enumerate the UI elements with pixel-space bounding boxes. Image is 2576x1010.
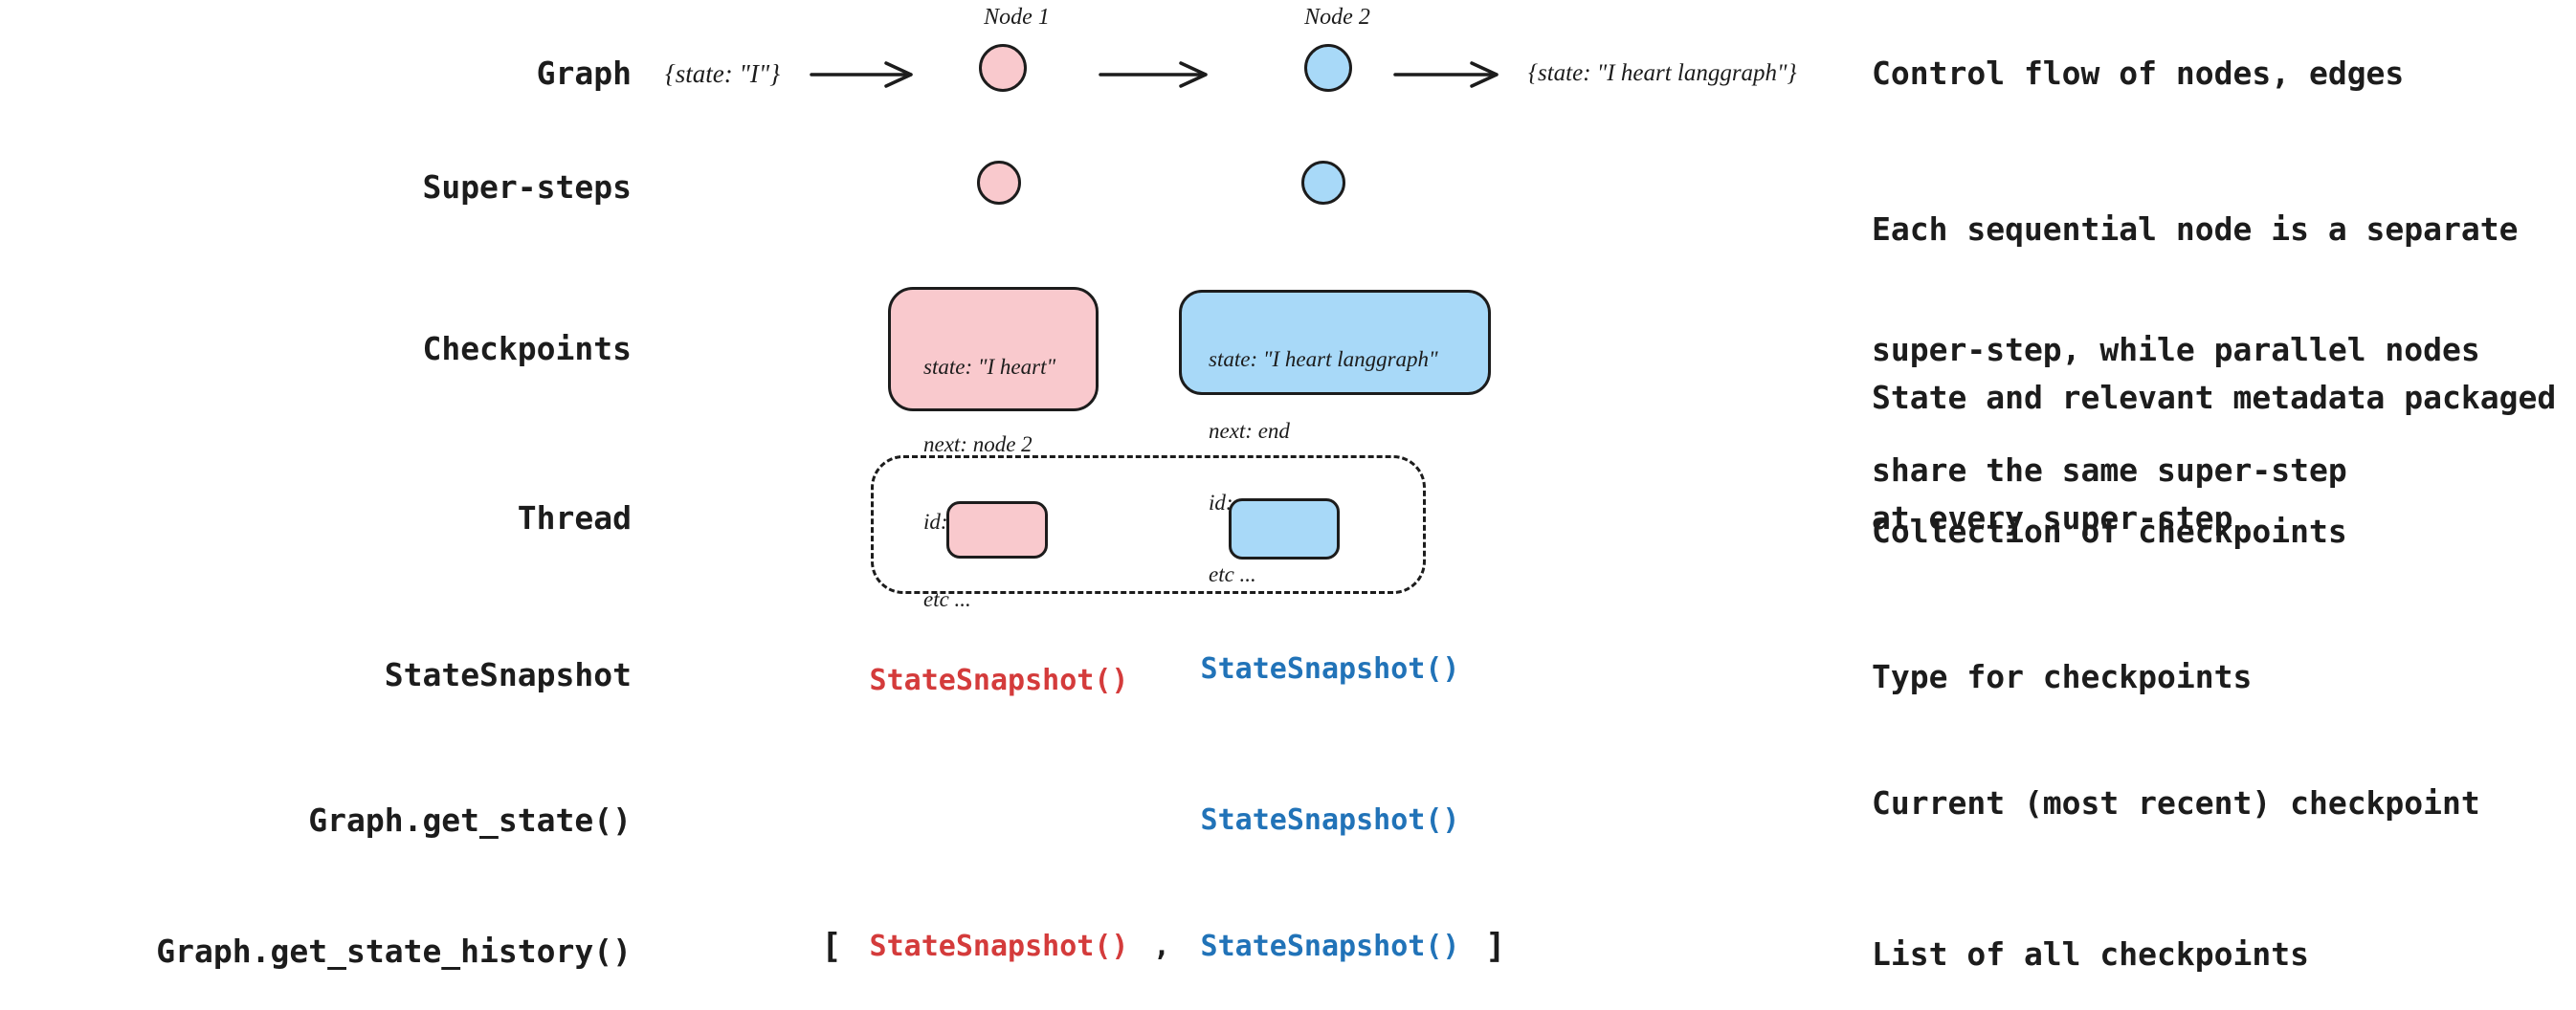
node1-label: Node 1 (984, 5, 1050, 30)
statesnapshot-red-code: StateSnapshot() (869, 664, 1129, 697)
checkpoint1-box: state: "I heart" next: node 2 id: ... et… (888, 287, 1099, 611)
description-super-steps-line1: Each sequential node is a separate (1872, 210, 2519, 248)
row-label-statesnapshot: StateSnapshot (384, 656, 632, 693)
thread-boundary-box (871, 455, 1426, 594)
description-super-steps: Each sequential node is a separate super… (1872, 129, 2519, 571)
input-state-annotation: {state: "I"} (665, 59, 780, 88)
super-step2-circle (1301, 161, 1345, 205)
row-label-graph: Graph (536, 55, 632, 92)
description-thread: Collection of checkpoints (1872, 513, 2347, 550)
checkpoint2-box: state: "I heart langgraph" next: end id:… (1179, 290, 1491, 586)
node1-circle (979, 44, 1027, 92)
description-checkpoints-line1: State and relevant metadata packaged (1872, 379, 2557, 416)
checkpoint2-line4: etc ... (1209, 562, 1256, 586)
row-label-super-steps: Super-steps (422, 168, 632, 206)
description-get-state: Current (most recent) checkpoint (1872, 784, 2480, 822)
output-state-annotation: {state: "I heart langgraph"} (1528, 60, 1797, 86)
history-blue-code: StateSnapshot() (1200, 930, 1460, 963)
super-step1-circle (977, 161, 1021, 205)
description-checkpoints-line2: at every super-step (1872, 499, 2233, 537)
get-state-result-code: StateSnapshot() (1200, 803, 1460, 837)
history-close-bracket: ] (1485, 927, 1506, 966)
row-label-checkpoints: Checkpoints (422, 330, 632, 367)
node2-circle (1304, 44, 1352, 92)
checkpoint1-line1: state: "I heart" (923, 355, 1056, 379)
description-statesnapshot: Type for checkpoints (1872, 658, 2253, 695)
description-super-steps-line3: share the same super-step (1872, 451, 2347, 489)
row-label-get-state: Graph.get_state() (308, 801, 632, 839)
description-graph: Control flow of nodes, edges (1872, 55, 2405, 92)
history-comma: , (1153, 930, 1171, 963)
description-get-state-history: List of all checkpoints (1872, 935, 2309, 973)
checkpoint2-line1: state: "I heart langgraph" (1209, 347, 1438, 371)
node2-label: Node 2 (1304, 5, 1370, 30)
row-label-get-state-history: Graph.get_state_history() (156, 933, 632, 970)
checkpoint1-line2: next: node 2 (923, 432, 1033, 456)
description-super-steps-line2: super-step, while parallel nodes (1872, 331, 2480, 368)
description-checkpoints: State and relevant metadata packaged at … (1872, 297, 2556, 619)
checkpoint2-line2: next: end (1209, 419, 1290, 443)
statesnapshot-blue-code: StateSnapshot() (1200, 652, 1460, 686)
row-label-thread: Thread (517, 499, 632, 537)
history-open-bracket: [ (821, 927, 842, 966)
thread-checkpoint1-chip (946, 501, 1048, 559)
thread-checkpoint2-chip (1229, 498, 1340, 560)
history-red-code: StateSnapshot() (869, 930, 1129, 963)
